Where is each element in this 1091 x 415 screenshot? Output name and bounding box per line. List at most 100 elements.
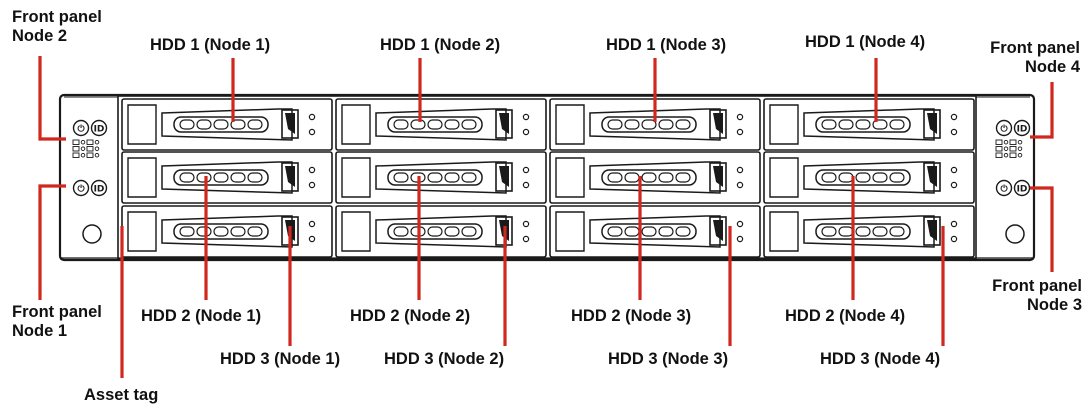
drive-tray-n1-r2 xyxy=(121,151,333,204)
led-indicator xyxy=(86,146,94,152)
power-button-icon-label: ⏻ xyxy=(77,184,85,195)
drive-tray-n3-r2 xyxy=(549,151,761,204)
tray-latch xyxy=(495,109,513,139)
id-button-icon-label: ID xyxy=(94,125,105,135)
drive-tray-n1-r1 xyxy=(121,98,333,151)
grip-slot xyxy=(461,172,477,183)
label-hdd2-node4: HDD 2 (Node 4) xyxy=(785,307,906,325)
label-asset-tag: Asset tag xyxy=(84,386,159,404)
latch-grip xyxy=(499,113,509,134)
grip-slot xyxy=(247,226,263,237)
grip-slot xyxy=(821,226,837,237)
led-status xyxy=(736,235,744,243)
id-button-icon xyxy=(90,179,108,197)
led-dot xyxy=(1017,152,1023,158)
drive-tray-n4-r2 xyxy=(763,151,975,204)
handle-grip xyxy=(173,169,269,186)
tray-frame xyxy=(335,151,547,204)
grip-slot xyxy=(675,119,691,130)
grip-slot xyxy=(213,119,229,130)
latch-grip xyxy=(713,220,723,241)
led-indicator xyxy=(72,139,80,145)
label-hdd1-node1: HDD 1 (Node 1) xyxy=(150,36,271,54)
grip-slot xyxy=(196,226,212,237)
label-hdd2-node1: HDD 2 (Node 1) xyxy=(141,307,262,325)
led-status xyxy=(308,128,316,136)
label-hdd1-node3: HDD 1 (Node 3) xyxy=(606,36,727,54)
led-activity xyxy=(736,166,744,174)
tray-latch xyxy=(923,162,941,192)
led-status xyxy=(308,235,316,243)
grip-slot xyxy=(889,172,905,183)
latch-grip xyxy=(927,166,937,187)
grip-slot xyxy=(658,226,674,237)
grip-slot xyxy=(230,119,246,130)
handle-grip xyxy=(601,169,697,186)
tray-frame xyxy=(549,205,761,258)
grip-slot xyxy=(889,119,905,130)
tray-frame xyxy=(121,98,333,151)
grip-slot xyxy=(607,226,623,237)
tray-bracket xyxy=(127,104,157,145)
tray-latch xyxy=(281,109,299,139)
status-led-grid xyxy=(72,139,100,158)
grip-slot xyxy=(658,172,674,183)
id-button-icon-label: ID xyxy=(1017,185,1028,195)
power-button-icon-label: ⏻ xyxy=(1000,184,1008,195)
handle-grip xyxy=(815,169,911,186)
grip-slot xyxy=(444,226,460,237)
grip-slot xyxy=(675,172,691,183)
grip-slot xyxy=(855,226,871,237)
drive-tray-n3-r3 xyxy=(549,205,761,258)
led-indicator xyxy=(72,146,80,152)
drive-tray-n1-r3 xyxy=(121,205,333,258)
grip-slot xyxy=(393,119,409,130)
led-dot xyxy=(80,152,86,158)
grip-slot xyxy=(444,172,460,183)
tray-bracket xyxy=(555,157,585,198)
tray-frame xyxy=(335,205,547,258)
led-activity xyxy=(308,220,316,228)
power-button-icon xyxy=(72,119,90,137)
led-dot xyxy=(1003,139,1009,145)
led-dot xyxy=(94,139,100,145)
tray-frame xyxy=(121,151,333,204)
grip-slot xyxy=(230,226,246,237)
led-indicator xyxy=(1009,139,1017,145)
id-button-icon xyxy=(90,119,108,137)
led-dot xyxy=(1003,146,1009,151)
grip-slot xyxy=(658,119,674,130)
handle-grip xyxy=(387,223,483,240)
led-dot xyxy=(1017,139,1023,145)
led-indicator xyxy=(1009,146,1017,152)
tray-latch xyxy=(709,162,727,192)
grip-slot xyxy=(889,226,905,237)
grip-slot xyxy=(230,172,246,183)
rack-screw-icon xyxy=(1005,224,1025,244)
handle-grip xyxy=(815,223,911,240)
handle-grip xyxy=(601,116,697,133)
grip-slot xyxy=(872,226,888,237)
power-button-icon-label: ⏻ xyxy=(77,124,85,135)
label-hdd1-node2: HDD 1 (Node 2) xyxy=(380,36,501,54)
drive-bays xyxy=(121,98,975,258)
grip-slot xyxy=(821,172,837,183)
handle-grip xyxy=(387,116,483,133)
latch-grip xyxy=(285,166,295,187)
led-activity xyxy=(308,166,316,174)
drive-tray-n4-r3 xyxy=(763,205,975,258)
handle-grip xyxy=(815,116,911,133)
id-button-icon xyxy=(1013,179,1031,197)
front-panel-right: ⏻ID⏻ID xyxy=(995,119,1031,244)
leader-front-panel-node2 xyxy=(38,56,66,141)
id-button-icon xyxy=(1013,119,1031,137)
id-button-icon-label: ID xyxy=(1017,125,1028,135)
grip-slot xyxy=(427,172,443,183)
tray-bracket xyxy=(769,104,799,145)
led-status xyxy=(522,128,530,136)
power-button-icon xyxy=(995,179,1013,197)
label-hdd2-node2: HDD 2 (Node 2) xyxy=(350,307,471,325)
